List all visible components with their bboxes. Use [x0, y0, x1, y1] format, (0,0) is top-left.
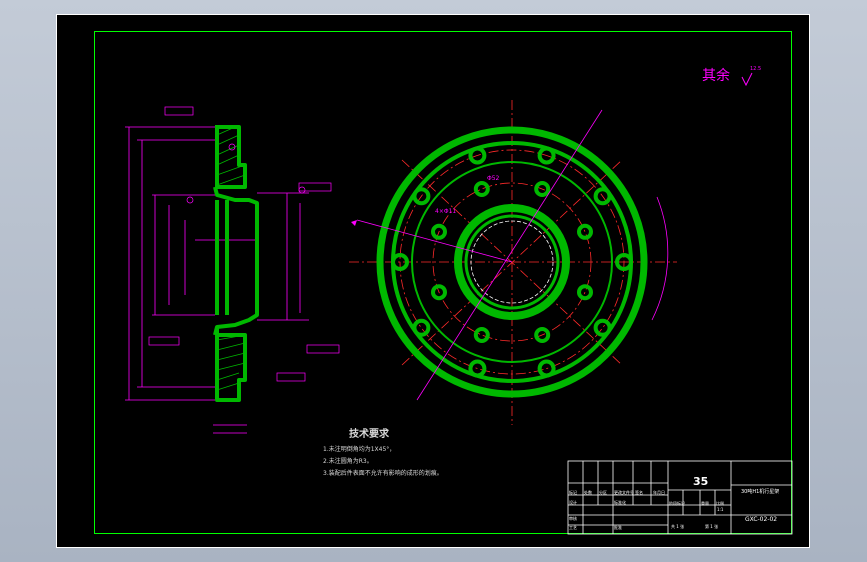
- bolt-hole: [468, 359, 487, 378]
- header-cell-sign: 签名: [635, 490, 643, 495]
- header-cell-date: 年月日: [653, 490, 665, 495]
- tech-requirement-3: 3.装配后件表面不允许有影响的成形的划痕。: [323, 470, 443, 477]
- drawing-frame: [94, 31, 792, 534]
- bolt-hole: [473, 327, 490, 343]
- bolt-hole: [537, 146, 556, 165]
- front-view-dimensions: [356, 109, 669, 401]
- weight-label: 重量: [701, 501, 709, 506]
- approval-label-approve: 批准: [614, 525, 622, 530]
- section-view-hatching: [216, 126, 246, 391]
- third-ring: [411, 161, 613, 363]
- bolt-hole: [593, 187, 612, 206]
- bolt-hole: [615, 253, 633, 271]
- material-value: 35: [693, 475, 709, 488]
- front-view-centerlines: [349, 100, 677, 425]
- bolt-hole: [473, 181, 490, 197]
- drawing-number: GXC-02-02: [745, 516, 778, 523]
- section-view: [125, 106, 340, 434]
- sheet-index: 第 1 张: [705, 524, 719, 529]
- title-block-grid: [567, 460, 793, 535]
- row-label-standard: 标准化: [614, 500, 626, 505]
- approval-label-process: 工艺: [569, 525, 577, 530]
- hub-outer-ring: [454, 204, 570, 320]
- drawing-sheet: 4×Φ11 Φ52: [56, 14, 810, 548]
- header-cell-zone: 分区: [599, 490, 607, 495]
- bolt-holes: [391, 146, 633, 378]
- bolt-hole: [534, 181, 551, 197]
- bolt-hole: [537, 359, 556, 378]
- bolt-hole: [468, 146, 487, 165]
- bolt-hole: [431, 284, 447, 301]
- bolt-hole: [577, 223, 593, 240]
- section-view-dimensions: [125, 126, 309, 434]
- tech-requirements-title: 技术要求: [349, 429, 389, 440]
- scale-value: 1:1: [717, 507, 724, 512]
- hub-inner-ring: [464, 214, 560, 310]
- stage-label: 阶段标记: [669, 501, 685, 506]
- front-view: 4×Φ11 Φ52: [349, 100, 677, 425]
- svg-text:Φ52: Φ52: [487, 175, 500, 182]
- approval-label-review: 审核: [569, 516, 577, 521]
- part-name: 30吨H1机行星架: [741, 489, 780, 495]
- row-label-design: 设计: [569, 500, 577, 505]
- bolt-hole: [412, 318, 431, 337]
- header-cell-mark: 标记: [569, 490, 577, 495]
- roughness-check-icon: [741, 72, 753, 87]
- header-cell-count: 处数: [584, 490, 592, 495]
- bolt-hole: [391, 253, 409, 271]
- outer-ring: [376, 126, 648, 398]
- dimension-arrow-icon: [351, 220, 357, 226]
- svg-text:4×Φ11: 4×Φ11: [435, 208, 456, 215]
- header-cell-file: 更改文件号: [614, 490, 634, 495]
- tech-requirement-1: 1.未注明倒角均为1X45°，: [323, 446, 396, 453]
- bolt-hole: [431, 223, 447, 240]
- tech-requirement-2: 2.未注圆角为R3。: [323, 458, 373, 465]
- sheet-total: 共 1 张: [671, 524, 685, 529]
- bolt-hole: [593, 318, 612, 337]
- roughness-note-label: 其余: [702, 68, 730, 84]
- roughness-note-value: 12.5: [750, 66, 762, 72]
- spline-circle: [470, 220, 554, 304]
- bolt-hole: [412, 187, 431, 206]
- bolt-hole: [577, 284, 593, 301]
- cad-drawing: 4×Φ11 Φ52: [125, 72, 793, 535]
- scale-label: 比例: [716, 501, 724, 506]
- section-view-labels: [148, 106, 340, 382]
- front-view-dim-texts: 4×Φ11 Φ52: [435, 175, 500, 215]
- bolt-hole: [534, 327, 551, 343]
